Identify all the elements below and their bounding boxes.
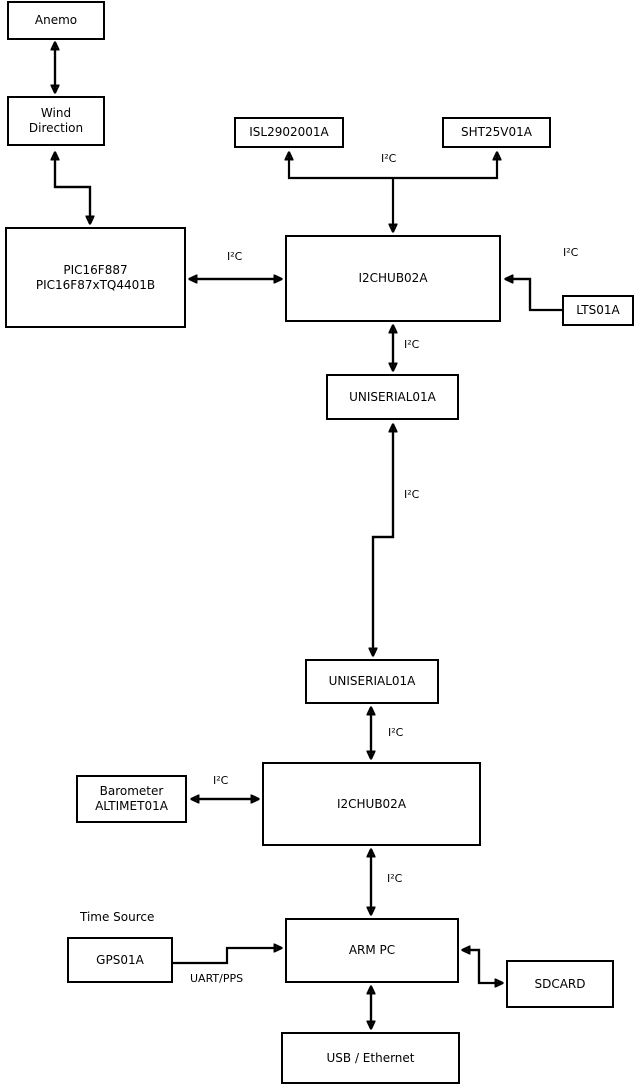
node-i2chub02a-top[interactable]: I2CHUB02A xyxy=(285,235,501,322)
node-i2chub02a-bottom[interactable]: I2CHUB02A xyxy=(262,762,481,846)
edge-label-i2c-pic-hub: I²C xyxy=(227,250,243,263)
edge-label-uart-pps: UART/PPS xyxy=(190,972,244,985)
edge-label-i2c-barometer-hub2: I²C xyxy=(213,774,229,787)
wire-gps-arm xyxy=(173,948,281,965)
wire-uni-up-link xyxy=(371,425,393,655)
node-wind-direction[interactable]: Wind Direction xyxy=(7,96,105,146)
node-sdcard[interactable]: SDCARD xyxy=(506,960,614,1008)
node-arm-pc[interactable]: ARM PC xyxy=(285,918,459,983)
label-time-source: Time Source xyxy=(80,910,155,924)
node-isl2902001a[interactable]: ISL2902001A xyxy=(234,117,344,148)
wire-bus-isl xyxy=(289,153,393,180)
edge-label-i2c-sensor-bus: I²C xyxy=(381,152,397,165)
node-uniserial01a-upper[interactable]: UNISERIAL01A xyxy=(326,374,459,420)
node-anemo[interactable]: Anemo xyxy=(7,1,105,40)
edge-label-i2c-uniserial-link: I²C xyxy=(404,488,420,501)
edge-label-i2c-uniserial-hub2: I²C xyxy=(388,726,404,739)
wire-wind-pic-down xyxy=(53,153,90,223)
node-pic-microcontroller[interactable]: PIC16F887 PIC16F87xTQ4401B xyxy=(5,227,186,328)
node-barometer-altimet01a[interactable]: Barometer ALTIMET01A xyxy=(76,775,187,823)
wire-sdcard-to-arm xyxy=(463,950,481,983)
edge-label-i2c-hub-lts: I²C xyxy=(563,246,579,259)
node-lts01a[interactable]: LTS01A xyxy=(562,295,634,326)
node-gps01a[interactable]: GPS01A xyxy=(67,937,173,983)
node-usb-ethernet[interactable]: USB / Ethernet xyxy=(281,1032,460,1084)
edge-label-i2c-hub2-armpc: I²C xyxy=(387,872,403,885)
wire-hub-to-lts xyxy=(506,277,572,310)
node-uniserial01a-lower[interactable]: UNISERIAL01A xyxy=(305,659,439,704)
wire-uni-down-link xyxy=(373,425,395,655)
wire-arm-to-sdcard xyxy=(463,948,502,983)
wire-lts-to-hub xyxy=(506,279,532,310)
edge-label-i2c-hub-uniserial: I²C xyxy=(404,338,420,351)
node-sht25v01a[interactable]: SHT25V01A xyxy=(442,117,551,148)
wire-bus-sht xyxy=(393,153,497,180)
